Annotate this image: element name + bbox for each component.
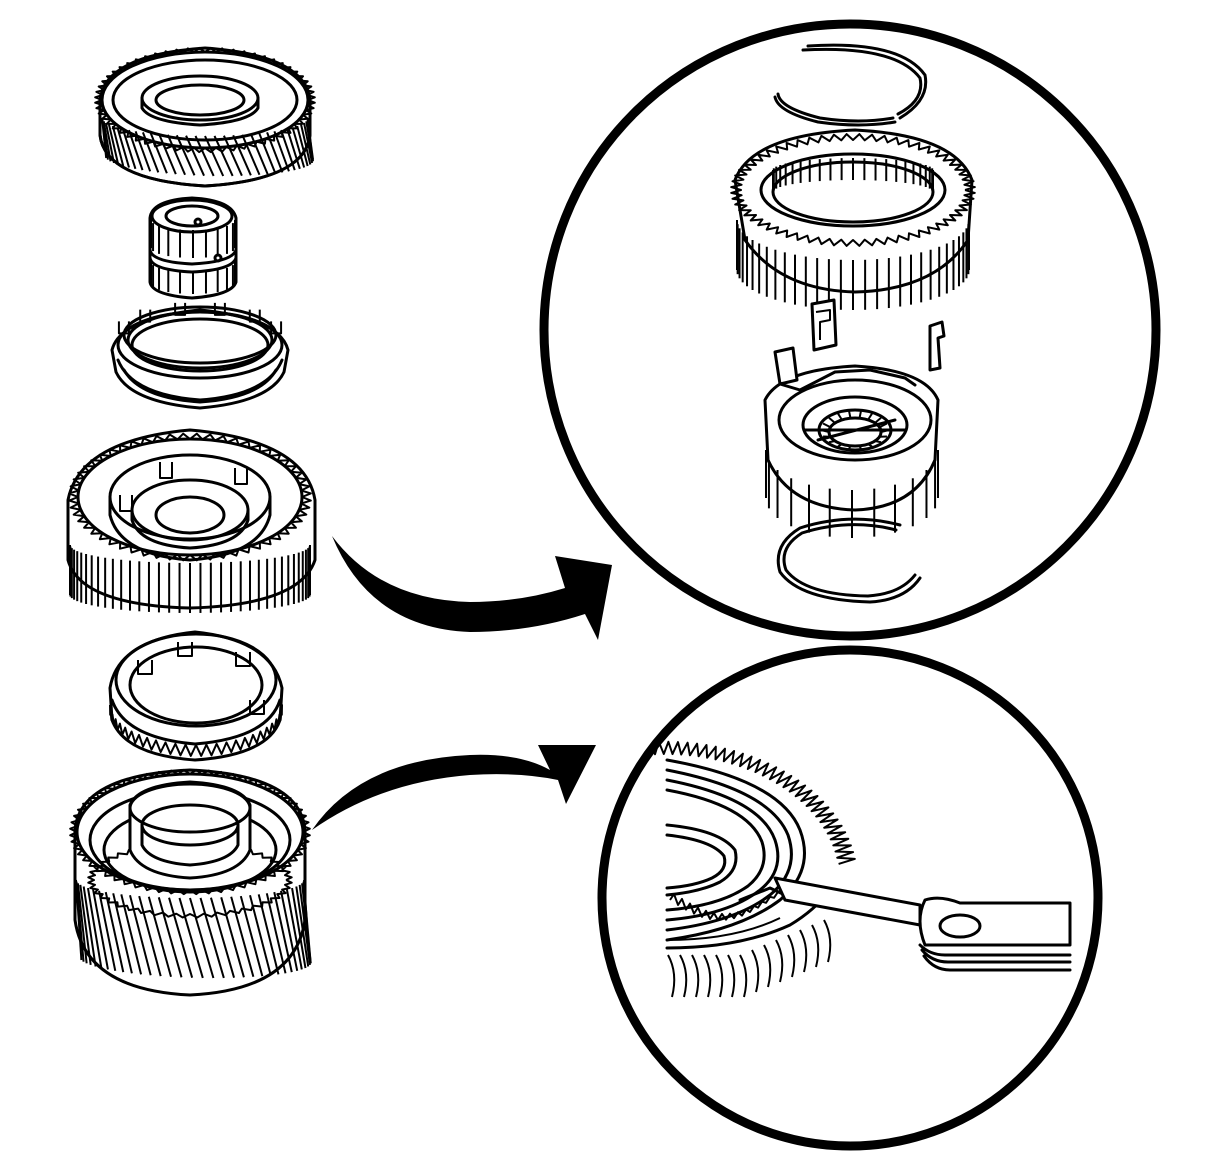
helical-gear-bottom bbox=[69, 768, 312, 997]
blocker-ring-lower bbox=[108, 630, 284, 762]
key bbox=[810, 298, 946, 372]
spring-ring-upper bbox=[773, 43, 928, 127]
synchronizer-exploded-detail bbox=[539, 19, 1161, 641]
clearance-check-detail bbox=[597, 645, 1103, 1151]
sleeve bbox=[730, 128, 976, 310]
feeler-gauge bbox=[773, 876, 1072, 972]
arrow-to-clearance-detail bbox=[312, 745, 596, 830]
synchronizer-assembly bbox=[66, 428, 317, 613]
blocker-ring-upper bbox=[110, 302, 290, 410]
hub bbox=[763, 346, 940, 538]
spline-hub-small bbox=[148, 196, 238, 300]
spring-ring-lower bbox=[776, 517, 922, 604]
arrow-to-synchronizer-detail bbox=[332, 536, 612, 640]
helical-gear-top bbox=[94, 46, 316, 188]
